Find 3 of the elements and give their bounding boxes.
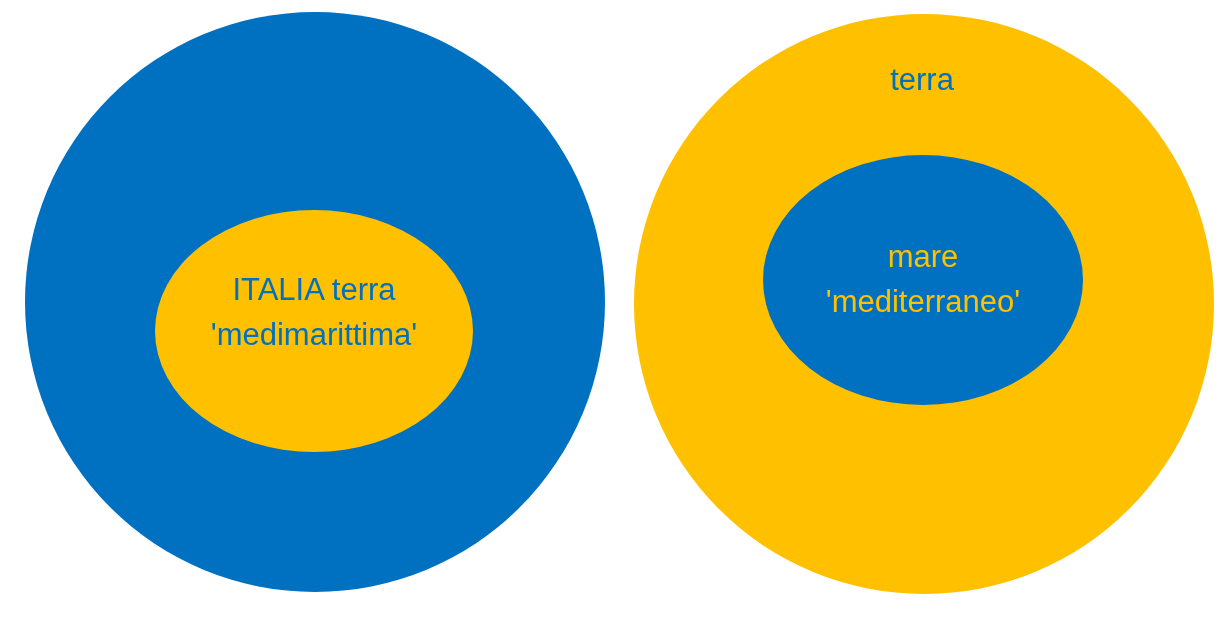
region-label: terra	[890, 60, 954, 99]
region-label: ITALIA terra 'medimarittima'	[210, 271, 418, 354]
region-label: mare 'mediterraneo'	[825, 238, 1021, 321]
